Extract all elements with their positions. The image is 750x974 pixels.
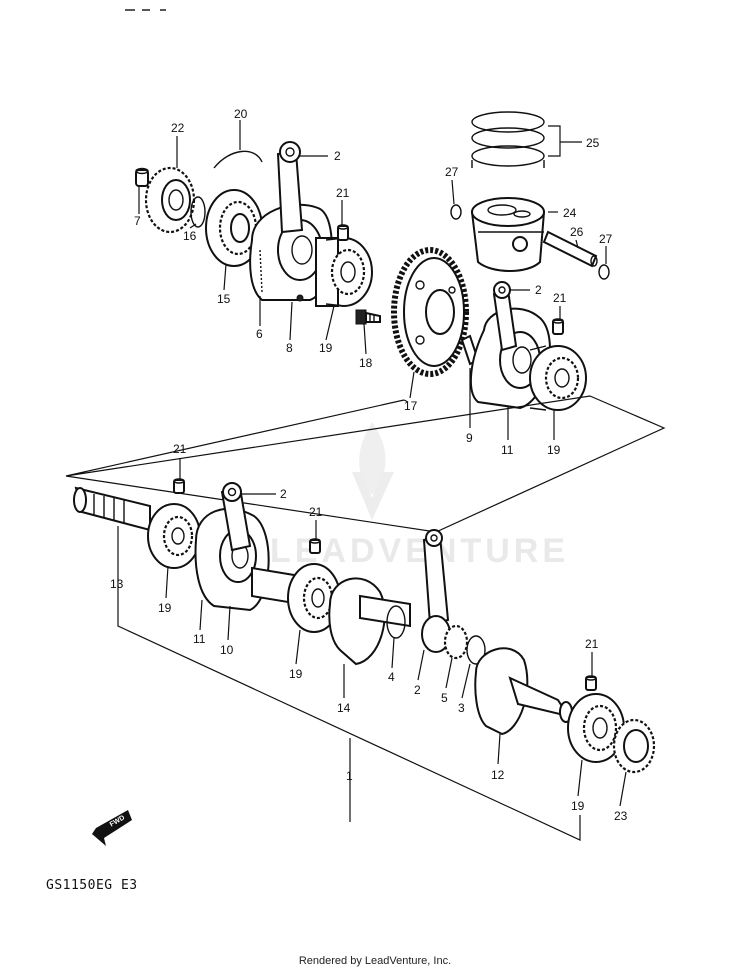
callout-19e: 19 [571,799,585,813]
connecting-rod-2-lower-left [220,482,252,552]
main-bearing-19-lower-left [147,503,201,569]
washer-3 [466,635,486,665]
crank-web-lower-left [194,507,270,612]
assembly-bracket-1 [117,526,581,841]
oil-seal-22 [144,166,196,234]
needle-bearing-5 [443,624,469,660]
dowel-21-lower-a [173,478,185,494]
callout-21c: 21 [173,442,187,456]
callout-27b: 27 [599,232,613,246]
piston-rings-25 [471,111,545,168]
callout-21e: 21 [585,637,599,651]
callout-5: 5 [441,691,448,705]
footer-credit: Rendered by LeadVenture, Inc. [298,955,452,967]
callout-13: 13 [110,577,124,591]
circlip-27-left [450,204,462,220]
gear-17 [391,247,469,377]
callout-12: 12 [491,768,505,782]
callout-23: 23 [614,809,628,823]
callout-18: 18 [359,356,373,370]
model-code-label: GS1150EG E3 [46,878,138,893]
callout-7: 7 [134,214,141,228]
callout-27: 27 [445,165,459,179]
callout-19c: 19 [158,601,172,615]
piston-pin-26 [542,230,598,268]
callout-21b: 21 [553,291,567,305]
dowel-pin-7 [135,167,149,187]
callout-4: 4 [388,670,395,684]
oil-seal-23 [612,718,656,774]
callout-22: 22 [171,121,185,135]
leader-lines [138,120,627,807]
callout-11b: 11 [193,632,206,646]
callout-26: 26 [570,225,584,239]
fwd-arrow-icon: FWD [92,810,132,846]
callout-2d: 2 [414,683,421,697]
connecting-rod-2-upper [276,141,304,234]
callout-3: 3 [458,701,465,715]
dowel-21-upper-right [552,318,564,335]
thrust-washer-4 [386,605,406,639]
callout-19: 19 [319,341,333,355]
callout-17: 17 [404,399,418,413]
callout-16: 16 [183,229,197,243]
connecting-rod-2-upper-right [492,281,518,352]
callout-2: 2 [334,149,341,163]
snap-ring-20 [213,150,263,169]
callout-2b: 2 [535,283,542,297]
crank-web-upper-left [249,203,333,302]
callout-9: 9 [466,431,473,445]
bolt-18 [355,309,381,325]
main-bearing-19-lower-mid [287,563,341,633]
main-bearing-19-upper-right [529,345,587,411]
callout-labels: 22 20 2 7 16 15 21 6 8 19 18 17 25 27 24… [110,107,628,823]
callout-14: 14 [337,701,351,715]
callout-25: 25 [586,136,600,150]
callout-11: 11 [501,443,514,457]
piston-24 [470,197,546,272]
ring-16 [190,196,206,228]
callout-20: 20 [234,107,248,121]
callout-2c: 2 [280,487,287,501]
ring-group-bracket [548,125,582,157]
callout-19d: 19 [289,667,303,681]
main-bearing-19-lower-right [567,693,625,763]
crank-web-14 [328,577,411,666]
callout-10: 10 [220,643,234,657]
dowel-21-lower-c [585,675,597,691]
dowel-21-lower-b [309,538,321,554]
callout-6: 6 [256,327,263,341]
dowel-21-upper-mid [337,224,349,241]
crank-web-12 [474,647,573,736]
callout-24: 24 [563,206,577,220]
callout-8: 8 [286,341,293,355]
callout-1: 1 [346,769,353,783]
connecting-rod-2-lower-right [421,529,451,653]
callout-21d: 21 [309,505,323,519]
callout-15: 15 [217,292,231,306]
crankshaft-end-13 [73,486,151,532]
callout-21: 21 [336,186,350,200]
circlip-27-right [598,264,610,280]
main-bearing-19-upper [315,237,373,307]
callout-19b: 19 [547,443,561,457]
